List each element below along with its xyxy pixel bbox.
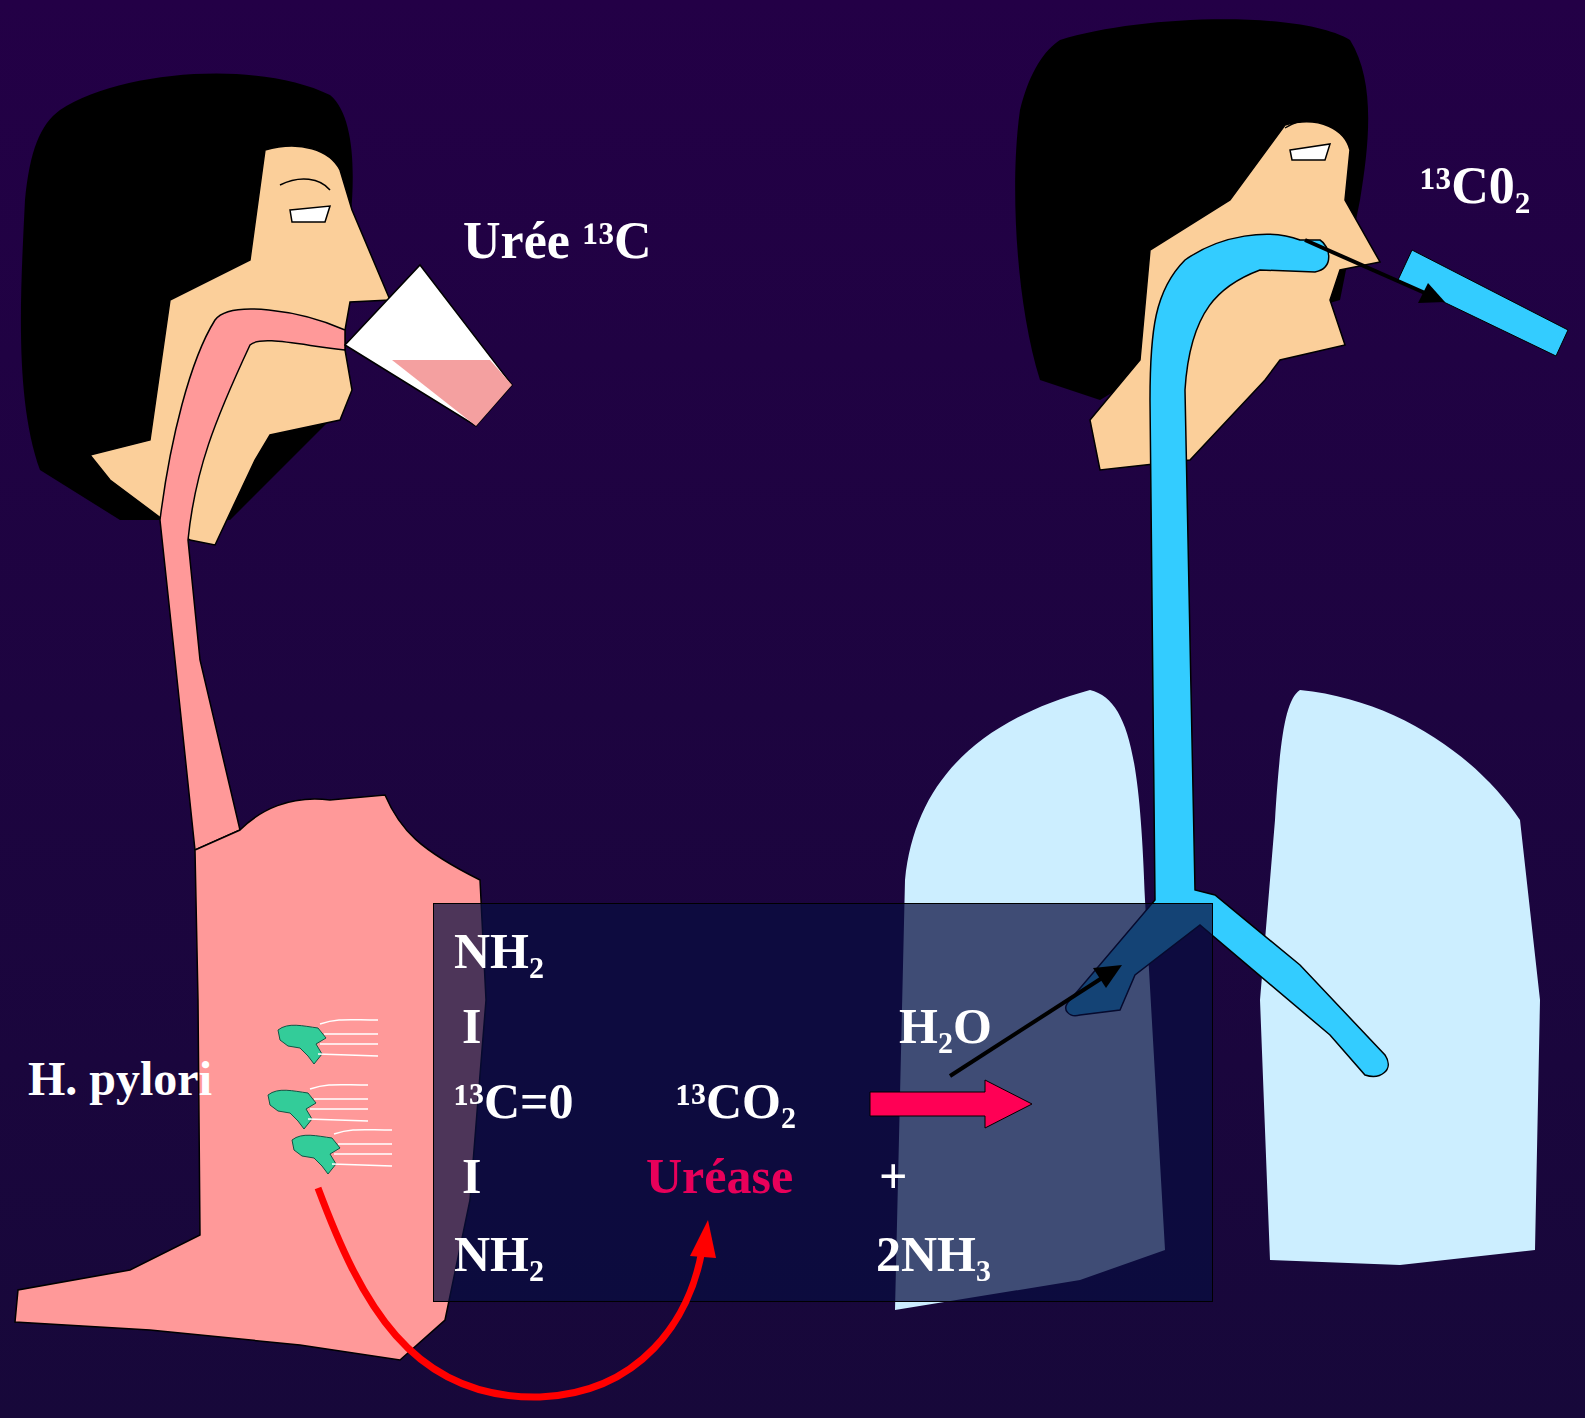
formula-text: ¹³C=0 [454,1076,574,1126]
lung-arrow [950,978,1102,1076]
formula-text: NH₂ [454,1229,544,1279]
breath-tube [1398,250,1568,356]
enzyme-arrow [318,1188,702,1397]
formula-text: 2NH₃ [876,1229,991,1279]
urea-drink [392,360,512,426]
label-text: Urée ¹³C [463,215,652,267]
breath-arrow [1305,240,1425,293]
esophagus [160,309,345,850]
formula-text: H₂O [899,1001,992,1051]
formula-panel: NH₂I¹³C=0INH₂¹³CO₂Uréase+2NH₃H₂O [433,903,1213,1302]
face [1090,122,1380,470]
co2-arrow [870,1080,1032,1128]
eye [1290,144,1330,160]
formula-text: I [462,1001,481,1051]
label-text: ¹³C0₂ [1420,160,1530,212]
eye [290,206,330,222]
formula-text: Uréase [646,1151,793,1201]
formula-text: + [879,1151,908,1201]
glass [345,265,512,426]
label-text: H. pylori [28,1055,212,1103]
formula-text: ¹³CO₂ [676,1076,796,1126]
formula-text: I [462,1151,481,1201]
formula-text: NH₂ [454,926,544,976]
stomach [15,795,486,1360]
